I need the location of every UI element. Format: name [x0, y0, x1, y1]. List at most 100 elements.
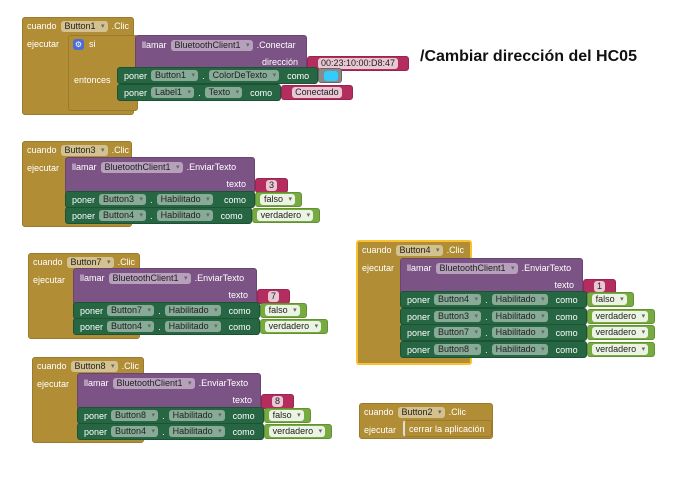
text-value[interactable]: 7	[268, 291, 280, 302]
param-label: texto	[232, 395, 252, 405]
text-block[interactable]: 00:23:10:00:D8:47	[307, 56, 410, 71]
dot-label: .	[162, 410, 165, 421]
property-dropdown[interactable]: Habilitado	[156, 210, 213, 221]
text-value[interactable]: Conectado	[292, 87, 342, 98]
to-label: como	[555, 327, 578, 338]
text-value[interactable]: 1	[594, 281, 606, 292]
comment-note: /Cambiar dirección del HC05	[420, 48, 637, 65]
text-value[interactable]: 3	[266, 180, 278, 191]
property-dropdown[interactable]: Habilitado	[168, 410, 225, 421]
component-dropdown[interactable]: Button1	[151, 70, 199, 81]
property-dropdown[interactable]: Texto	[204, 87, 243, 98]
boolean-block[interactable]: falso	[255, 192, 303, 207]
component-dropdown[interactable]: Button7	[107, 305, 155, 316]
boolean-block[interactable]: verdadero	[586, 342, 656, 357]
bluetooth-client-dropdown[interactable]: BluetoothClient1	[112, 377, 195, 389]
to-label: como	[223, 194, 246, 205]
component-dropdown[interactable]: Button7	[66, 256, 114, 268]
bluetooth-client-dropdown[interactable]: BluetoothClient1	[100, 161, 183, 173]
set-label: poner	[80, 321, 104, 332]
boolean-block[interactable]: verdadero	[586, 325, 656, 340]
boolean-dropdown[interactable]: verdadero	[268, 426, 326, 437]
component-dropdown[interactable]: Button4	[107, 321, 155, 332]
boolean-dropdown[interactable]: falso	[260, 194, 296, 205]
property-dropdown[interactable]: Habilitado	[156, 194, 213, 205]
boolean-block[interactable]: falso	[586, 292, 634, 307]
property-dropdown[interactable]: Habilitado	[491, 327, 548, 338]
property-dropdown[interactable]: Habilitado	[168, 426, 225, 437]
boolean-block[interactable]: verdadero	[251, 208, 321, 223]
property-dropdown[interactable]: Habilitado	[491, 311, 548, 322]
component-dropdown[interactable]: Button4	[99, 210, 147, 221]
text-value[interactable]: 8	[272, 396, 284, 407]
event-name-label: .Clic	[448, 407, 467, 417]
text-block[interactable]: 8	[261, 394, 295, 409]
boolean-dropdown[interactable]: verdadero	[591, 327, 649, 338]
text-value[interactable]: 00:23:10:00:D8:47	[318, 58, 399, 69]
dot-label: .	[150, 194, 153, 205]
component-dropdown[interactable]: Button4	[111, 426, 159, 437]
component-dropdown[interactable]: Button2	[397, 406, 445, 418]
color-swatch[interactable]	[324, 71, 339, 81]
component-dropdown[interactable]: Button4	[434, 294, 482, 305]
close-application-block[interactable]: cerrar la aplicación	[403, 420, 492, 437]
property-dropdown[interactable]: Habilitado	[164, 321, 221, 332]
component-dropdown[interactable]: Button7	[434, 327, 482, 338]
component-dropdown[interactable]: Button8	[434, 344, 482, 355]
property-dropdown[interactable]: ColorDeTexto	[208, 70, 280, 81]
boolean-dropdown[interactable]: falso	[268, 410, 304, 421]
boolean-dropdown[interactable]: falso	[591, 294, 627, 305]
component-dropdown[interactable]: Button1	[60, 20, 108, 32]
component-dropdown[interactable]: Button3	[99, 194, 147, 205]
method-label: .Conectar	[256, 40, 296, 50]
boolean-dropdown[interactable]: verdadero	[591, 311, 649, 322]
component-dropdown[interactable]: Button3	[60, 144, 108, 156]
call-param-row: texto	[80, 288, 248, 302]
boolean-dropdown[interactable]: falso	[264, 305, 300, 316]
boolean-block[interactable]: verdadero	[263, 424, 333, 439]
property-dropdown[interactable]: Habilitado	[164, 305, 221, 316]
component-dropdown[interactable]: Button4	[395, 244, 443, 256]
component-dropdown[interactable]: Button8	[70, 360, 118, 372]
gear-icon[interactable]: ⚙	[73, 39, 84, 50]
boolean-dropdown[interactable]: verdadero	[256, 210, 314, 221]
text-block[interactable]: Conectado	[281, 85, 353, 100]
text-block[interactable]: 7	[257, 289, 291, 304]
boolean-block[interactable]: verdadero	[259, 319, 329, 334]
boolean-dropdown[interactable]: verdadero	[264, 321, 322, 332]
boolean-dropdown[interactable]: verdadero	[591, 344, 649, 355]
component-dropdown[interactable]: Button3	[434, 311, 482, 322]
boolean-block[interactable]: verdadero	[586, 309, 656, 324]
bluetooth-client-dropdown[interactable]: BluetoothClient1	[435, 262, 518, 274]
bluetooth-client-dropdown[interactable]: BluetoothClient1	[170, 39, 253, 51]
boolean-block[interactable]: falso	[263, 408, 311, 423]
component-dropdown[interactable]: Label1	[151, 87, 195, 98]
bluetooth-client-dropdown[interactable]: BluetoothClient1	[108, 272, 191, 284]
property-dropdown[interactable]: Habilitado	[491, 344, 548, 355]
property-dropdown[interactable]: Habilitado	[491, 294, 548, 305]
method-label: .EnviarTexto	[186, 162, 237, 172]
component-dropdown[interactable]: Button8	[111, 410, 159, 421]
color-block[interactable]	[318, 68, 343, 83]
boolean-block[interactable]: falso	[259, 303, 307, 318]
call-label: llamar	[80, 273, 105, 283]
